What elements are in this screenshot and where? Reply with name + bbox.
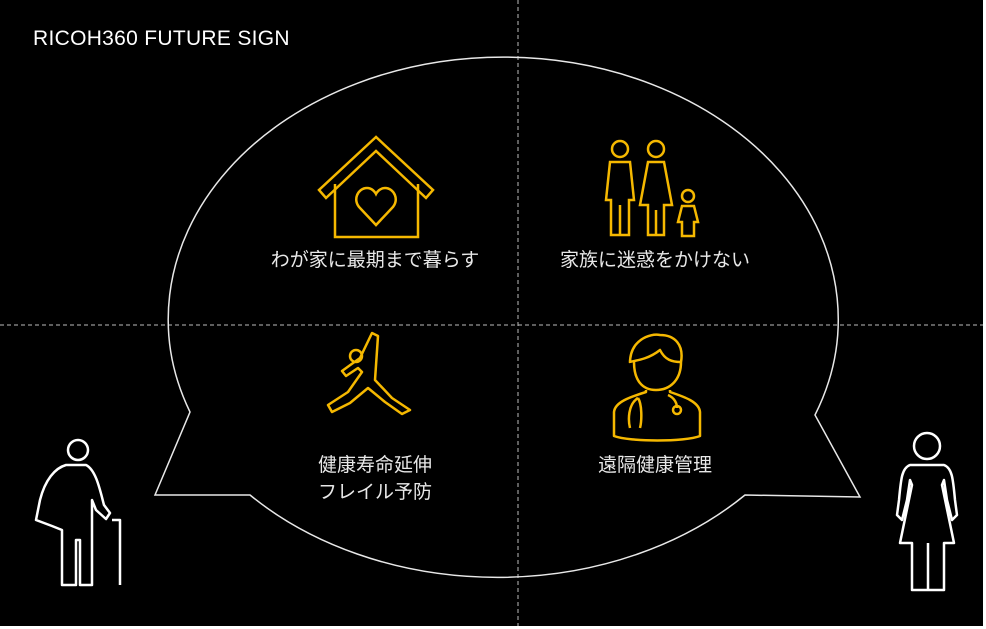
quadrant-label-health-line-1: 健康寿命延伸 bbox=[317, 454, 432, 476]
family-icon bbox=[604, 139, 700, 238]
elderly-person-with-cane-icon bbox=[34, 438, 122, 587]
quadrant-label-home: わが家に最期まで暮らす bbox=[270, 249, 480, 271]
woman-icon bbox=[895, 431, 959, 592]
yoga-pose-icon bbox=[326, 331, 412, 416]
house-heart-icon bbox=[317, 135, 435, 239]
doctor-icon bbox=[612, 333, 702, 442]
quadrant-label-health: 健康寿命延伸 フレイル予防 bbox=[290, 452, 460, 506]
page-title: RICOH360 FUTURE SIGN bbox=[33, 27, 290, 50]
quadrant-label-remote-care: 遠隔健康管理 bbox=[597, 454, 712, 476]
speech-bubble bbox=[153, 56, 862, 579]
quadrant-label-health-line-2: フレイル予防 bbox=[317, 481, 432, 503]
quadrant-label-family: 家族に迷惑をかけない bbox=[559, 249, 750, 271]
